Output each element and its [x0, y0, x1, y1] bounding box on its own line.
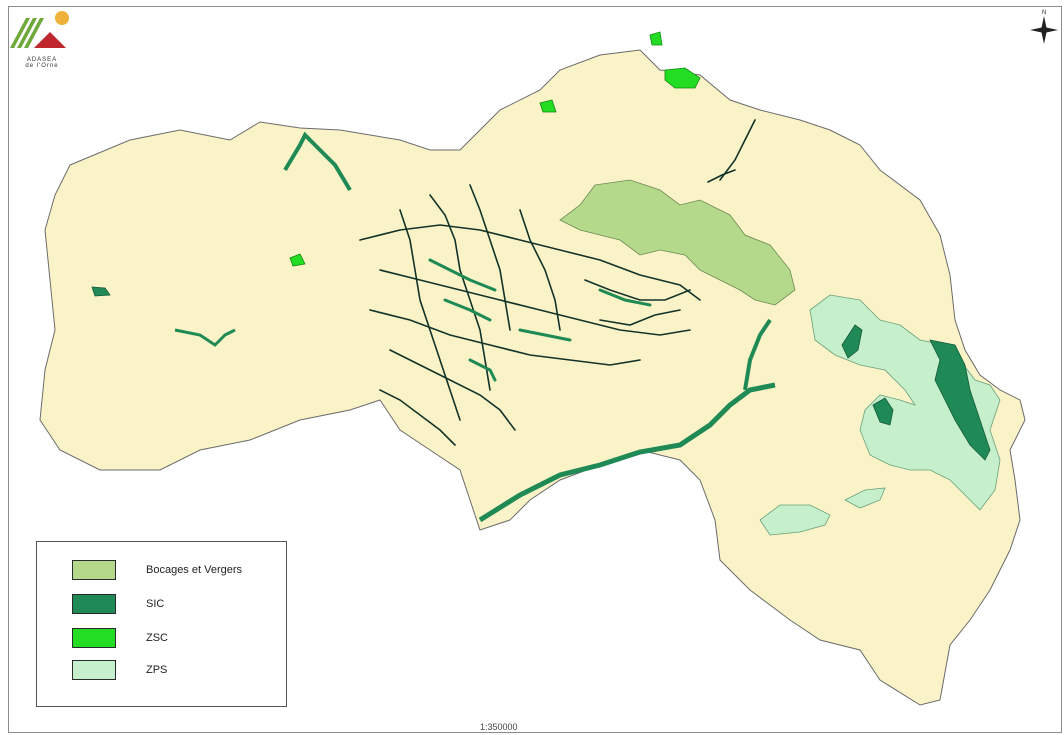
zps-area-south: [759, 504, 831, 536]
sic-river-north: [283, 131, 352, 192]
map-legend: Bocages et Vergers SIC ZSC ZPS: [36, 541, 287, 707]
north-arrow-icon: N: [1030, 10, 1058, 44]
legend-item-sic: SIC: [72, 594, 282, 616]
map-frame: [8, 6, 1062, 733]
zps-area-small: [844, 487, 886, 509]
legend-swatch-zsc: [72, 628, 116, 648]
sic-area-west: [174, 328, 236, 347]
legend-swatch-bocages: [72, 560, 116, 580]
north-label: N: [1042, 10, 1046, 16]
logo-subtitle: de l'Orne: [25, 63, 59, 69]
bocages-vergers-area: [559, 179, 796, 306]
zsc-area-northtip: [649, 31, 663, 46]
department-shape: [39, 49, 1026, 706]
map-scale: 1:350000: [480, 722, 518, 732]
legend-label-sic: SIC: [146, 598, 165, 610]
adasea-logo: ADASEA de l'Orne: [6, 8, 70, 69]
sic-area-east: [929, 339, 991, 461]
zsc-area-west: [289, 253, 306, 267]
river-network: [359, 119, 756, 446]
river-network-sic: [428, 258, 652, 382]
legend-item-bocages: Bocages et Vergers: [72, 560, 282, 582]
legend-label-bocages: Bocages et Vergers: [146, 564, 243, 576]
logo-graphic: [10, 11, 69, 48]
sic-area-ne: [841, 324, 863, 359]
zsc-area-north-small: [539, 99, 557, 113]
legend-label-zsc: ZSC: [146, 632, 168, 644]
sic-river-northeast: [743, 318, 772, 391]
legend-label-zps: ZPS: [146, 664, 168, 676]
legend-item-zsc: ZSC: [72, 628, 282, 650]
logo-name: ADASEA: [26, 57, 58, 63]
zsc-area-north: [664, 67, 701, 89]
legend-swatch-sic: [72, 594, 116, 614]
sic-area-small-west: [91, 286, 111, 297]
sic-river-southeast: [478, 382, 776, 523]
sic-area-center-east: [872, 397, 894, 426]
legend-item-zps: ZPS: [72, 660, 282, 682]
legend-swatch-zps: [72, 660, 116, 680]
